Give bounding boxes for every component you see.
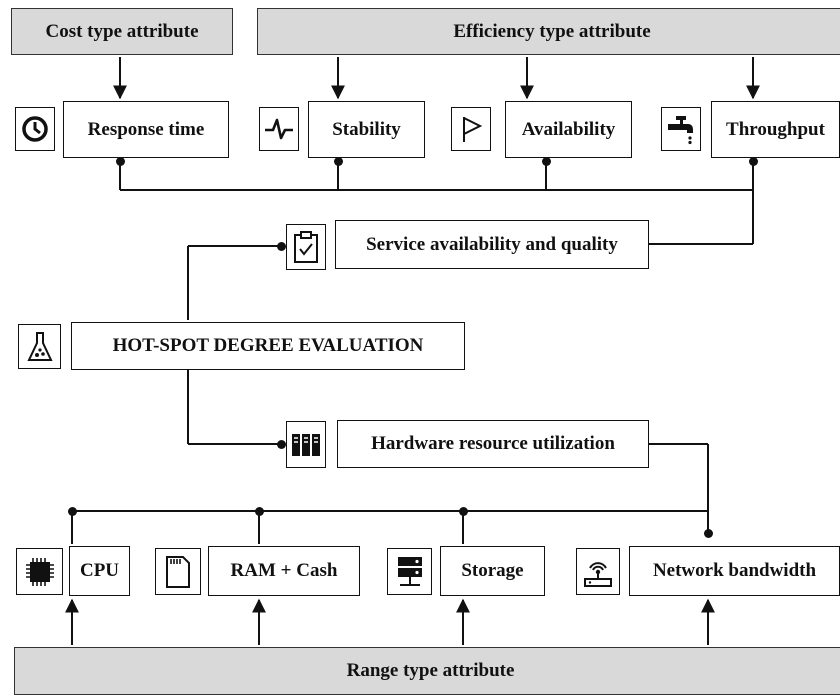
throughput-box: Throughput — [711, 101, 840, 158]
clipboard-check-icon — [286, 224, 326, 270]
storage-server-icon — [387, 548, 432, 595]
junction-dot — [277, 440, 286, 449]
response-time-box: Response time — [63, 101, 229, 158]
hotspot-evaluation-box: HOT-SPOT DEGREE EVALUATION — [71, 322, 465, 370]
junction-dot — [277, 242, 286, 251]
stability-box: Stability — [308, 101, 425, 158]
service-quality-box: Service availability and quality — [335, 220, 649, 269]
junction-dot — [255, 507, 264, 516]
range-type-header: Range type attribute — [14, 647, 840, 695]
faucet-icon — [661, 107, 701, 151]
flag-icon — [451, 107, 491, 151]
pulse-icon — [259, 107, 299, 151]
cpu-box: CPU — [69, 546, 130, 596]
hardware-utilization-box: Hardware resource utilization — [337, 420, 649, 468]
flask-icon — [18, 324, 61, 369]
junction-dot — [459, 507, 468, 516]
availability-box: Availability — [505, 101, 632, 158]
memory-card-icon — [155, 548, 201, 595]
server-rack-icon — [286, 421, 326, 468]
cpu-chip-icon — [16, 548, 63, 595]
router-icon — [576, 548, 620, 595]
network-bandwidth-box: Network bandwidth — [629, 546, 840, 596]
storage-box: Storage — [440, 546, 545, 596]
efficiency-type-header: Efficiency type attribute — [257, 8, 840, 55]
junction-dot — [68, 507, 77, 516]
junction-dot — [704, 529, 713, 538]
cost-type-header: Cost type attribute — [11, 8, 233, 55]
junction-dot — [542, 157, 551, 166]
junction-dot — [749, 157, 758, 166]
junction-dot — [334, 157, 343, 166]
clock-icon — [15, 107, 55, 151]
ram-cash-box: RAM + Cash — [208, 546, 360, 596]
junction-dot — [116, 157, 125, 166]
